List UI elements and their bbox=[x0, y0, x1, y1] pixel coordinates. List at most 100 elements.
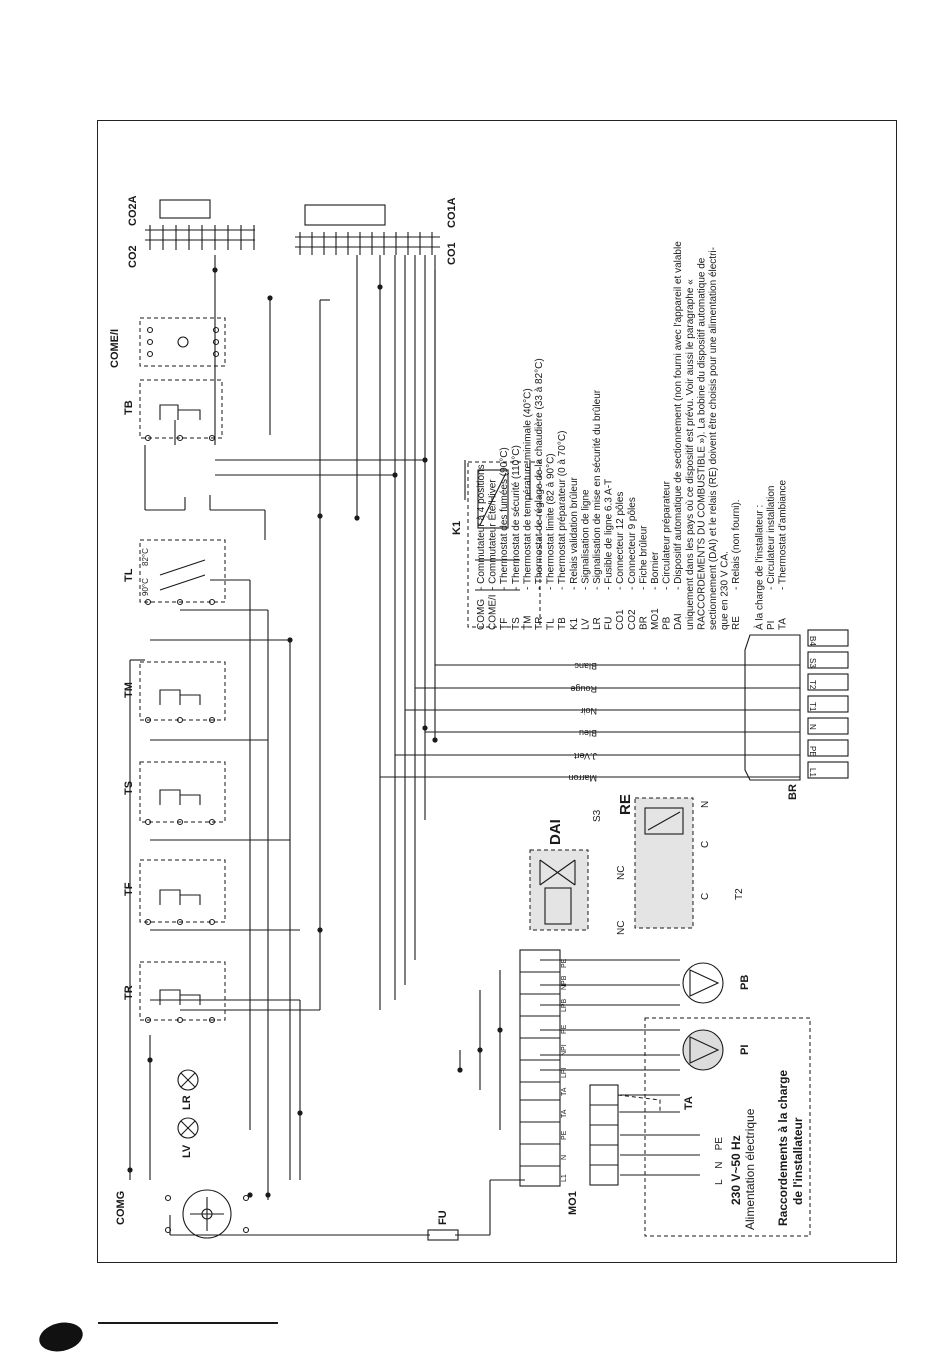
legend-desc: - Thermostat limite (82 à 90°C) bbox=[546, 453, 557, 590]
connector-co2 bbox=[145, 199, 255, 250]
installer-line-2: de l'installateur bbox=[791, 1117, 805, 1205]
installer-zone bbox=[644, 1017, 811, 1237]
label-co1a: CO1A bbox=[446, 197, 458, 228]
signal-n: N bbox=[700, 801, 711, 808]
legend-code: TS bbox=[511, 617, 522, 630]
label-k1: K1 bbox=[451, 521, 463, 535]
legend-desc: - Circulateur préparateur bbox=[662, 480, 673, 590]
legend-desc: - Dispositif automatique de sectionnemen… bbox=[673, 241, 684, 590]
legend-code: COMG bbox=[476, 599, 487, 630]
dai-valve bbox=[539, 859, 576, 925]
re-coil bbox=[644, 807, 684, 835]
mo1-l1: L1 bbox=[561, 1174, 568, 1182]
wire-color-labels: Blanc Rouge Noir Bleu J.Vert Marron bbox=[568, 661, 597, 783]
legend-code: RE bbox=[731, 616, 742, 630]
br-pe: PE bbox=[808, 746, 817, 757]
br-s3: S3 bbox=[808, 658, 817, 668]
legend-desc: - Signalisation de ligne bbox=[580, 489, 591, 590]
wire-blanc: Blanc bbox=[574, 661, 597, 671]
legend-desc: - Thermostat de réglage de la chaudière … bbox=[534, 358, 545, 590]
signal-s3: S3 bbox=[592, 809, 603, 822]
mo1-lpb: LPB bbox=[561, 998, 568, 1012]
legend-desc: - Thermostat préparateur (0 à 70°C) bbox=[557, 431, 568, 590]
diagram-frame bbox=[97, 120, 897, 1263]
mo1-npb: NPB bbox=[561, 975, 568, 990]
legend-code: MO1 bbox=[650, 608, 661, 630]
pi-pump bbox=[682, 1029, 724, 1071]
legend-desc: - Fusible de ligne 6.3 A-T bbox=[604, 479, 615, 590]
br-terminal-labels: B4 S3 T2 T1 N PE L1 bbox=[808, 636, 817, 777]
legend-desc: - Thermostat de sécurité (110°C) bbox=[511, 445, 522, 590]
legend-code: LV bbox=[580, 618, 591, 630]
legend-code: TL bbox=[546, 618, 557, 630]
label-come-i: COME/I bbox=[109, 329, 121, 368]
signal-c-2: C bbox=[700, 893, 711, 900]
comg-switch bbox=[164, 1189, 250, 1239]
junction-dots bbox=[127, 267, 503, 1198]
legend-code: CO2 bbox=[627, 609, 638, 630]
label-tm: TM bbox=[123, 682, 135, 698]
label-co1: CO1 bbox=[446, 242, 458, 265]
legend-code: FU bbox=[604, 617, 615, 630]
label-br: BR bbox=[787, 784, 799, 800]
signal-t2: T2 bbox=[734, 888, 745, 900]
k1-relay bbox=[467, 461, 541, 628]
legend-desc: uniquement dans les pays où ce dispositi… bbox=[685, 279, 696, 630]
mo1-lpi: LPI bbox=[561, 1067, 568, 1078]
br-b4: B4 bbox=[808, 636, 817, 646]
power-block: L N PE 230 V~50 Hz Alimentation électriq… bbox=[714, 1070, 805, 1230]
label-ts: TS bbox=[123, 781, 135, 795]
signal-c-1: C bbox=[700, 841, 711, 848]
label-dai: DAI bbox=[547, 819, 564, 845]
ta-link bbox=[617, 1094, 661, 1113]
label-comg: COMG bbox=[115, 1191, 127, 1225]
tb-thermostat bbox=[139, 379, 223, 442]
legend-desc: - Relais (non fourni). bbox=[731, 499, 742, 590]
legend-code: TM bbox=[522, 616, 533, 630]
wire-marron: Marron bbox=[568, 773, 597, 783]
mo1-n: N bbox=[561, 1155, 568, 1160]
installer-line-1: Raccordements à la charge bbox=[776, 1070, 790, 1226]
wire-rouge: Rouge bbox=[570, 684, 597, 694]
lamp-lv bbox=[177, 1117, 199, 1139]
legend-code: TA bbox=[778, 618, 789, 630]
tl-temp-90: 90°C bbox=[141, 578, 150, 596]
legend-desc: - Thermostat des fumées (90°C) bbox=[499, 447, 510, 590]
connector-co1 bbox=[295, 204, 440, 255]
mo1-ta-1: TA bbox=[561, 1109, 568, 1118]
legend-desc: - Connecteur 9 pôles bbox=[627, 497, 638, 590]
page-number-badge bbox=[39, 1322, 83, 1352]
label-lr: LR bbox=[181, 1095, 193, 1110]
tl-temp-82: 82°C bbox=[141, 548, 150, 566]
re-box bbox=[634, 797, 694, 929]
power-voltage: 230 V~50 Hz bbox=[729, 1135, 743, 1205]
signal-nc-2: NC bbox=[616, 921, 627, 935]
br-plug bbox=[744, 629, 849, 781]
legend-desc: - Thermostat de température minimale (40… bbox=[522, 388, 533, 590]
tf-thermostat bbox=[139, 859, 226, 926]
legend-code: TF bbox=[499, 618, 510, 630]
mo1-npi: NPI bbox=[561, 1044, 568, 1056]
ts-thermostat bbox=[139, 761, 226, 826]
legend-code: PI bbox=[766, 621, 777, 630]
label-fu: FU bbox=[437, 1210, 449, 1225]
mo1-terminals bbox=[519, 949, 619, 1187]
label-co2a: CO2A bbox=[127, 195, 139, 226]
tl-thermostat bbox=[139, 539, 226, 606]
come-i-switch bbox=[139, 317, 226, 367]
legend-code: BR bbox=[638, 616, 649, 630]
legend-code: PB bbox=[662, 616, 673, 630]
label-re: RE bbox=[617, 794, 634, 815]
legend-code: K1 bbox=[569, 617, 580, 630]
br-t2: T2 bbox=[808, 680, 817, 690]
tr-thermostat bbox=[139, 961, 226, 1024]
legend-desc: À la charge de l'installateur : bbox=[752, 505, 765, 630]
label-tr: TR bbox=[123, 985, 135, 1000]
label-co2: CO2 bbox=[127, 245, 139, 268]
label-tl: TL bbox=[123, 568, 135, 582]
br-n: N bbox=[808, 724, 817, 730]
legend-desc: - Bornier bbox=[650, 551, 661, 590]
legend-code: LR bbox=[592, 617, 603, 630]
